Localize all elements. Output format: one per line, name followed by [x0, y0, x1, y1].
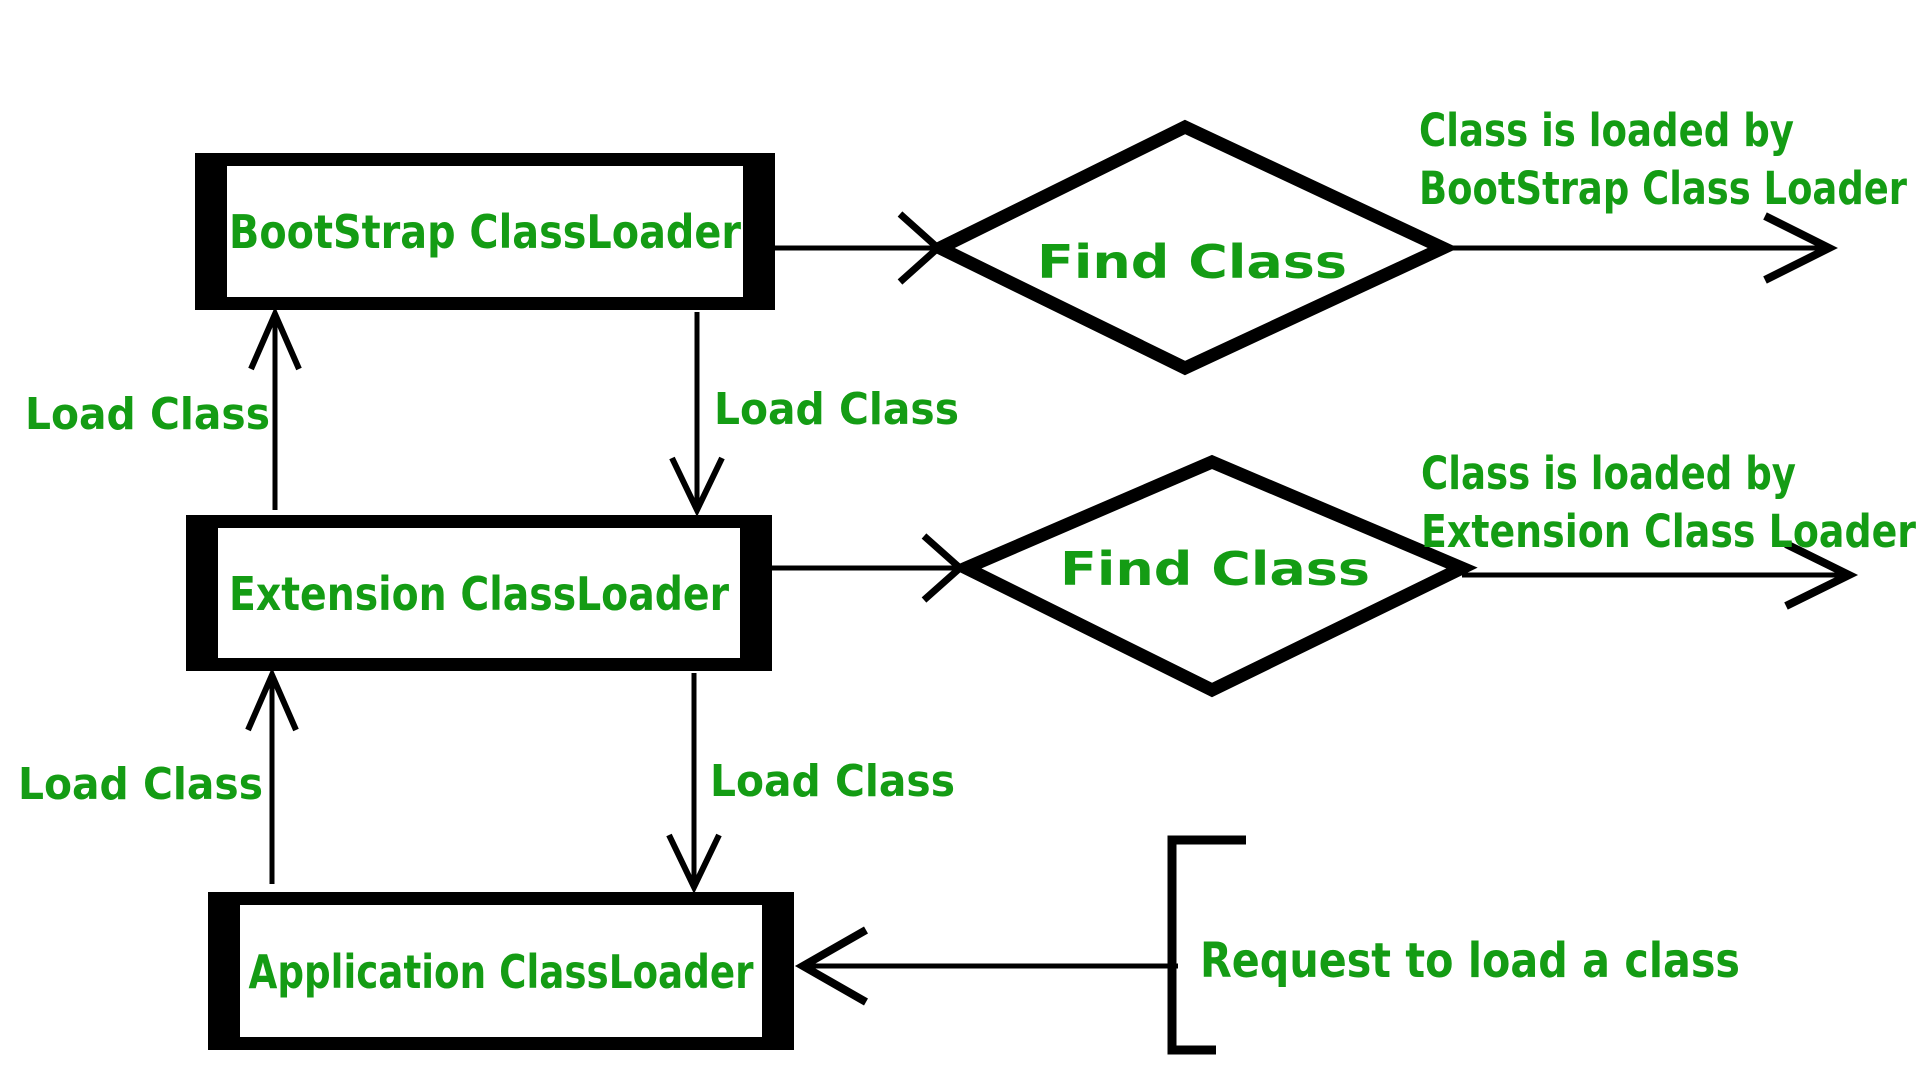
- extension-result-caption-line1: Class is loaded by: [1421, 447, 1796, 500]
- application-box-body: [240, 905, 762, 1037]
- load-class-label-down-2: Load Class: [710, 756, 955, 807]
- bootstrap-box-body: [227, 166, 743, 297]
- arrowhead-down-icon: [666, 833, 722, 894]
- request-caption: Request to load a class: [1200, 933, 1740, 989]
- request-bracket-icon: [1167, 835, 1246, 1055]
- arrowhead-left-icon: [794, 926, 868, 1006]
- application-box: [208, 892, 794, 1050]
- bootstrap-result-caption-line1: Class is loaded by: [1419, 104, 1794, 157]
- arrowhead-right-icon: [1763, 212, 1838, 284]
- arrowhead-up-icon: [248, 306, 302, 371]
- extension-box-label: Extension ClassLoader: [229, 567, 729, 621]
- find-class-label-1: Find Class: [1037, 235, 1347, 289]
- extension-box-body: [218, 528, 740, 658]
- arrowhead-right-icon: [1784, 540, 1859, 610]
- find-class-label-2: Find Class: [1060, 542, 1370, 596]
- green-text-layer: BootStrap ClassLoader Extension ClassLoa…: [18, 104, 1917, 999]
- bootstrap-box: [195, 153, 775, 310]
- bootstrap-box-label: BootStrap ClassLoader: [229, 205, 741, 259]
- load-class-label-up-1: Load Class: [25, 389, 270, 440]
- extension-box: [186, 515, 772, 671]
- extension-result-caption-line2: Extension Class Loader: [1421, 505, 1917, 558]
- load-class-label-up-2: Load Class: [18, 759, 263, 810]
- arrowhead-up-icon: [245, 667, 299, 732]
- load-class-label-down-1: Load Class: [714, 384, 959, 435]
- arrowhead-down-icon: [669, 456, 725, 517]
- application-box-label: Application ClassLoader: [249, 945, 754, 999]
- find-class-diamond-2: [950, 454, 1478, 698]
- bootstrap-result-caption-line2: BootStrap Class Loader: [1419, 162, 1908, 215]
